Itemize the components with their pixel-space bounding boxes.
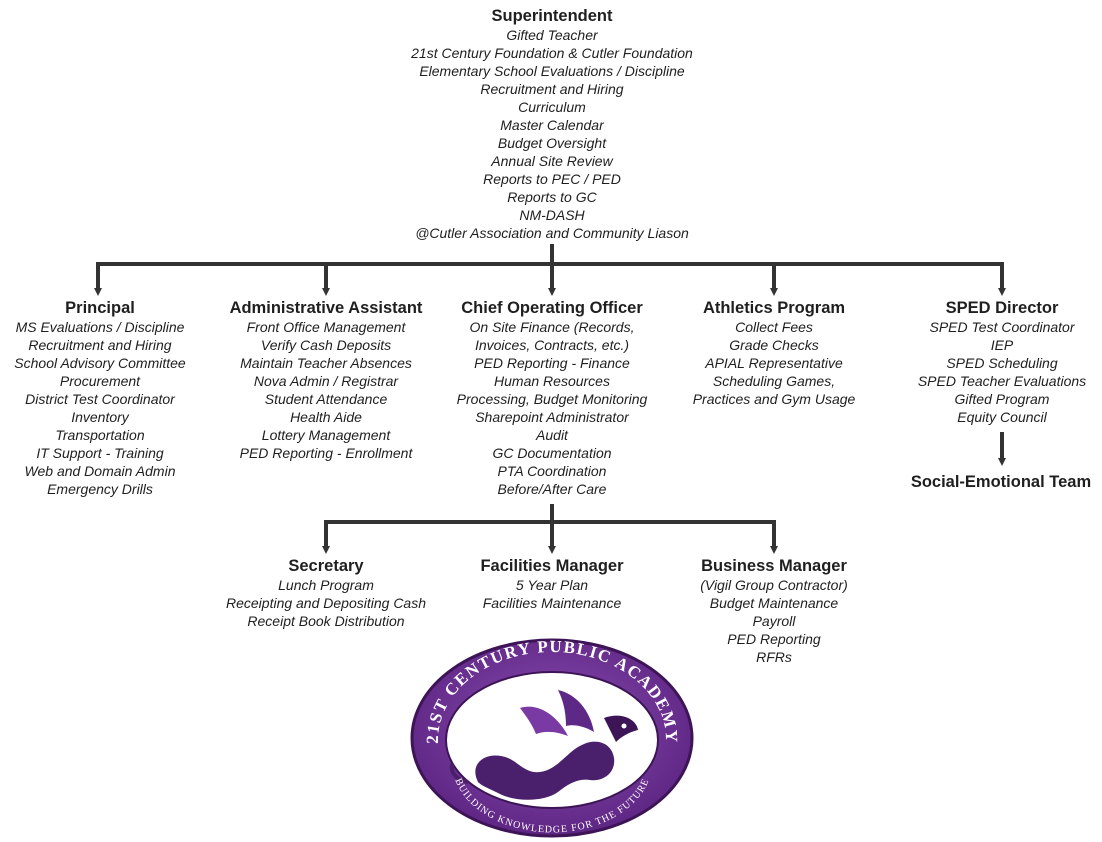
duty-item: Invoices, Contracts, etc.) xyxy=(474,337,630,353)
duty-item: Processing, Budget Monitoring xyxy=(456,391,648,407)
business-title: Business Manager xyxy=(701,557,847,575)
duty-item: Front Office Management xyxy=(246,319,406,335)
coo-duties: On Site Finance (Records, Invoices, Contr… xyxy=(437,318,667,498)
duty-item: IT Support - Training xyxy=(36,445,164,461)
duty-item: District Test Coordinator xyxy=(25,391,175,407)
duty-item: Reports to GC xyxy=(507,189,597,205)
duty-item: SPED Teacher Evaluations xyxy=(917,373,1087,389)
duty-item: Scheduling Games, xyxy=(712,373,836,389)
facilities-title: Facilities Manager xyxy=(480,557,624,575)
duty-item: Sharepoint Administrator xyxy=(475,409,629,425)
coo-box: Chief Operating Officer On Site Finance … xyxy=(437,298,667,498)
duty-item: Human Resources xyxy=(494,373,610,389)
duty-item: SPED Scheduling xyxy=(946,355,1058,371)
duty-item: Annual Site Review xyxy=(491,153,613,169)
duty-item: Budget Oversight xyxy=(497,135,607,151)
duty-item: IEP xyxy=(990,337,1014,353)
duty-item: Curriculum xyxy=(518,99,586,115)
duty-item: Nova Admin / Registrar xyxy=(253,373,399,389)
coo-title: Chief Operating Officer xyxy=(461,299,643,317)
duty-item: Recruitment and Hiring xyxy=(480,81,624,97)
duty-item: Payroll xyxy=(752,613,796,629)
duty-item: Lottery Management xyxy=(261,427,391,443)
duty-item: APIAL Representative xyxy=(705,355,843,371)
duty-item: Grade Checks xyxy=(729,337,819,353)
duty-item: Lunch Program xyxy=(278,577,374,593)
duty-item: Inventory xyxy=(71,409,129,425)
sped-title: SPED Director xyxy=(945,299,1059,317)
duty-item: Receipting and Depositing Cash xyxy=(225,595,426,611)
duty-item: School Advisory Committee xyxy=(14,355,186,371)
duty-item: Reports to PEC / PED xyxy=(483,171,621,187)
duty-item: Transportation xyxy=(55,427,145,443)
social-emotional-box: Social-Emotional Team xyxy=(900,472,1102,492)
duty-item: @Cutler Association and Community Liason xyxy=(415,225,689,241)
duty-item: Verify Cash Deposits xyxy=(260,337,392,353)
dragon-emblem-icon xyxy=(449,690,638,800)
duty-item: Master Calendar xyxy=(500,117,604,133)
duty-item: Budget Maintenance xyxy=(709,595,839,611)
duty-item: Student Attendance xyxy=(264,391,388,407)
duty-item: 21st Century Foundation & Cutler Foundat… xyxy=(411,45,693,61)
social-emotional-title: Social-Emotional Team xyxy=(910,473,1092,491)
duty-item: PED Reporting - Enrollment xyxy=(239,445,413,461)
superintendent-duties: Gifted Teacher 21st Century Foundation & … xyxy=(352,26,752,242)
duty-item: Audit xyxy=(536,427,568,443)
duty-item: Recruitment and Hiring xyxy=(28,337,172,353)
duty-item: Before/After Care xyxy=(497,481,607,497)
duty-item: Health Aide xyxy=(290,409,362,425)
duty-item: PED Reporting - Finance xyxy=(474,355,630,371)
duty-item: PED Reporting xyxy=(727,631,821,647)
duty-item: GC Documentation xyxy=(492,445,612,461)
duty-item: On Site Finance (Records, xyxy=(469,319,635,335)
duty-item: Gifted Program xyxy=(954,391,1050,407)
duty-item: Emergency Drills xyxy=(47,481,153,497)
business-duties: (Vigil Group Contractor) Budget Maintenan… xyxy=(674,576,874,666)
duty-item: NM-DASH xyxy=(519,207,585,223)
duty-item: Receipt Book Distribution xyxy=(247,613,405,629)
duty-item: PTA Coordination xyxy=(497,463,607,479)
duty-item: Elementary School Evaluations / Discipli… xyxy=(419,63,685,79)
school-logo: 21ST CENTURY PUBLIC ACADEMY BUILDING KNO… xyxy=(410,637,694,838)
principal-title: Principal xyxy=(65,299,135,317)
duty-item: (Vigil Group Contractor) xyxy=(700,577,848,593)
duty-item: Equity Council xyxy=(957,409,1047,425)
duty-item: Maintain Teacher Absences xyxy=(240,355,412,371)
superintendent-title: Superintendent xyxy=(491,7,613,25)
duty-item: Practices and Gym Usage xyxy=(692,391,856,407)
athletics-title: Athletics Program xyxy=(702,299,846,317)
duty-item: SPED Test Coordinator xyxy=(929,319,1075,335)
business-box: Business Manager (Vigil Group Contractor… xyxy=(674,556,874,666)
duty-item: Facilities Maintenance xyxy=(482,595,622,611)
duty-item: Web and Domain Admin xyxy=(24,463,176,479)
duty-item: 5 Year Plan xyxy=(515,577,589,593)
admin-assistant-box: Administrative Assistant Front Office Ma… xyxy=(206,298,446,462)
duty-item: MS Evaluations / Discipline xyxy=(15,319,185,335)
admin-assistant-title: Administrative Assistant xyxy=(229,299,423,317)
superintendent-box: Superintendent Gifted Teacher 21st Centur… xyxy=(352,6,752,242)
duty-item: Gifted Teacher xyxy=(506,27,598,43)
secretary-title: Secretary xyxy=(288,557,364,575)
duty-item: RFRs xyxy=(756,649,792,665)
duty-item: Collect Fees xyxy=(735,319,813,335)
duty-item: Procurement xyxy=(59,373,141,389)
